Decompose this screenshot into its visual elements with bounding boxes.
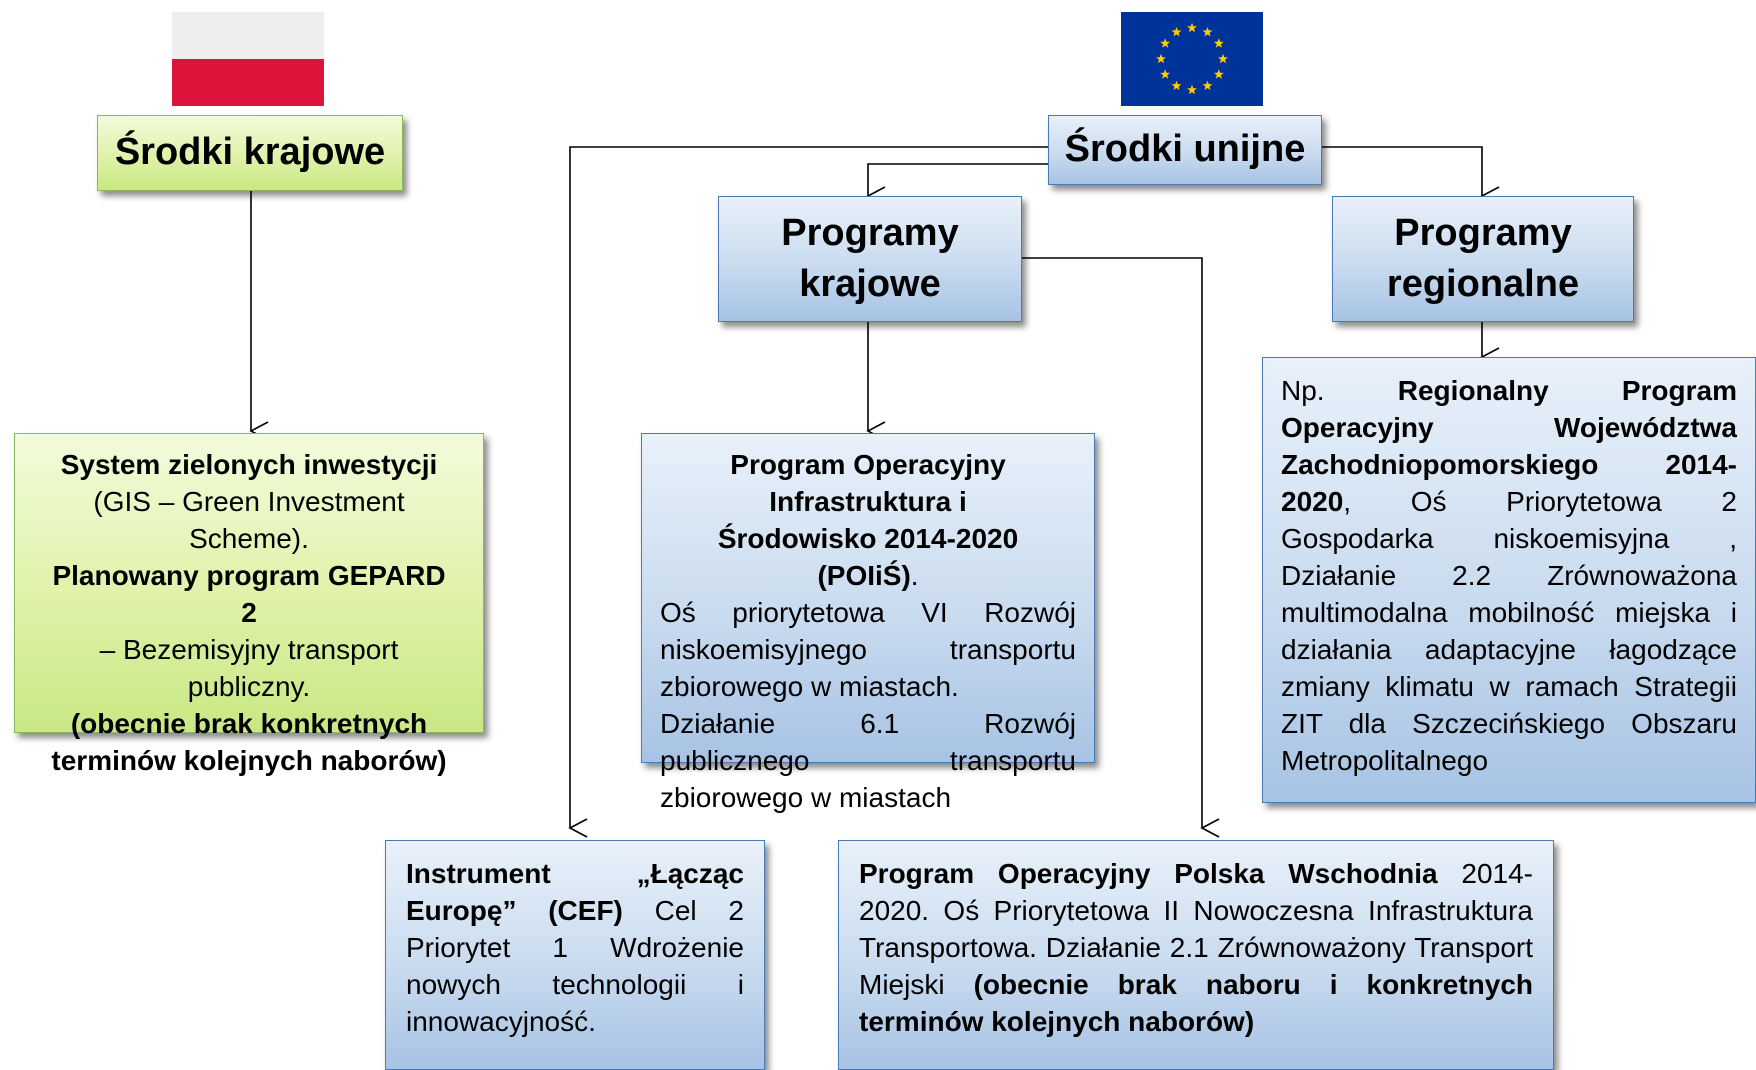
eu-star-icon — [1218, 53, 1228, 64]
cef-name: Instrument „Łącząc Europę” (CEF) — [406, 858, 744, 926]
rpo-prefix: Np. — [1281, 375, 1325, 406]
national-funds-title: Środki krajowe — [114, 131, 386, 174]
gepard-note: (obecnie brak konkretnych terminów kolej… — [51, 708, 447, 776]
eu-star-icon — [1160, 38, 1171, 48]
connector-eu-cef — [568, 146, 1048, 838]
programs-national-box: Programy krajowe — [718, 196, 1022, 322]
eu-funds-box: Środki unijne — [1048, 115, 1322, 185]
eu-star-icon — [1187, 22, 1197, 33]
eu-star-icon — [1202, 26, 1213, 37]
poiis-name: Program Operacyjny Infrastruktura i Środ… — [717, 449, 1019, 591]
poland-flag — [172, 12, 324, 106]
cef-box: Instrument „Łącząc Europę” (CEF) Cel 2 P… — [385, 840, 765, 1070]
rpo-name: Regionalny Program Operacyjny Województw… — [1281, 375, 1737, 517]
rpo-box: Np. Regionalny Program Operacyjny Wojewó… — [1262, 357, 1756, 803]
eu-star-icon — [1202, 80, 1213, 91]
connector-eu-national — [866, 163, 1048, 206]
gis-gepard-box: System zielonych inwestycji (GIS – Green… — [14, 433, 484, 776]
popw-box: Program Operacyjny Polska Wschodnia 2014… — [838, 840, 1554, 1070]
eu-star-icon — [1156, 53, 1166, 64]
programs-national-title: Programy krajowe — [781, 211, 959, 305]
eu-star-icon — [1171, 80, 1182, 91]
national-funds-box: Środki krajowe — [97, 115, 403, 191]
connector-eu-regional — [1322, 146, 1500, 206]
cef-description: Cel 2 Priorytet 1 Wdrożenie nowych techn… — [406, 895, 744, 1037]
connector-national-popw — [1022, 257, 1220, 838]
gepard-title: Planowany program GEPARD 2 — [52, 560, 446, 628]
eu-star-icon — [1213, 69, 1224, 79]
eu-stars — [1156, 22, 1228, 95]
rpo-description: , Oś Priorytetowa 2 Gospodarka niskoemis… — [1281, 486, 1737, 776]
programs-regional-box: Programy regionalne — [1332, 196, 1634, 322]
poiis-name-end: . — [910, 560, 919, 591]
poiis-axis: Oś priorytetowa VI Rozwój niskoemisyjneg… — [660, 597, 1076, 702]
gis-description: (GIS – Green Investment Scheme). — [93, 486, 405, 554]
eu-flag — [1121, 12, 1263, 106]
popw-description: 2014-2020. Oś Priorytetowa II Nowoczesna… — [859, 858, 1533, 1000]
eu-star-icon — [1171, 26, 1182, 37]
eu-funds-title: Środki unijne — [1064, 128, 1306, 171]
popw-note: (obecnie brak naboru i konkretnych termi… — [859, 969, 1533, 1037]
eu-star-icon — [1213, 38, 1224, 48]
eu-star-icon — [1160, 69, 1171, 79]
programs-regional-title: Programy regionalne — [1386, 211, 1580, 305]
poiis-action: Działanie 6.1 Rozwój publicznego transpo… — [660, 708, 1076, 813]
eu-star-icon — [1187, 84, 1197, 95]
gis-title: System zielonych inwestycji — [60, 449, 438, 480]
poiis-box: Program Operacyjny Infrastruktura i Środ… — [641, 433, 1095, 813]
popw-name: Program Operacyjny Polska Wschodnia — [859, 858, 1438, 889]
gepard-description: – Bezemisyjny transport publiczny. — [99, 634, 399, 702]
